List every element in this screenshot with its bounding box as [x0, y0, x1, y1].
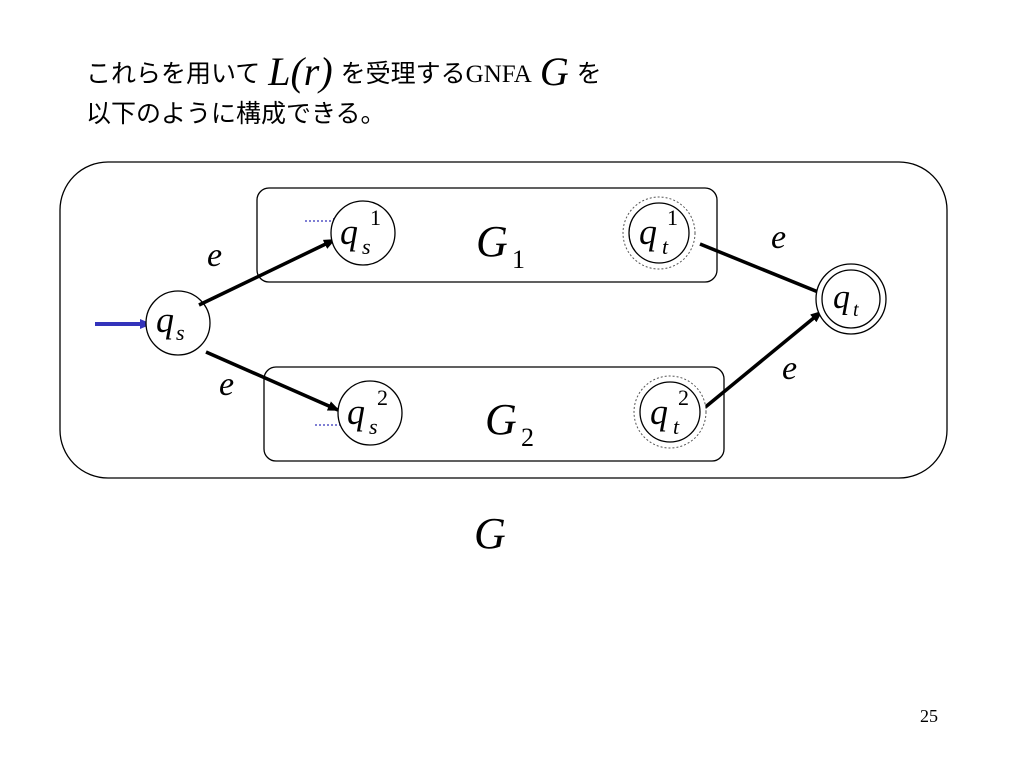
intro-line-2: 以下のように構成できる。	[86, 99, 386, 128]
state-g1-accept-sup: 1	[667, 205, 678, 230]
state-g2-accept-sub: t	[673, 414, 680, 439]
state-g2-start-q: q	[347, 392, 365, 432]
g2-label-g: G	[485, 395, 517, 444]
intro-text-3: を	[576, 59, 602, 88]
intro-line-1: これらを用いて L(r) を受理するGNFA G を	[86, 52, 602, 92]
page-number: 25	[920, 706, 938, 726]
state-g1-start: q s 1	[330, 200, 396, 266]
state-start: q s	[145, 290, 211, 356]
gnfa-term: GNFA	[465, 61, 532, 88]
state-g2-start: q s 2	[337, 380, 403, 446]
g2-label-sub: 2	[521, 423, 534, 452]
g1-box	[256, 187, 718, 283]
language-lr: L(r)	[268, 49, 333, 94]
edge-label-start-to-g1: e	[207, 237, 222, 274]
state-g2-start-sup: 2	[377, 385, 388, 410]
state-start-q: q	[156, 300, 174, 340]
state-accept: q t	[815, 263, 887, 335]
state-g1-start-sub: s	[362, 234, 371, 259]
edge-start-to-g2	[205, 350, 340, 412]
edge-label-g1-to-accept: e	[771, 219, 786, 256]
state-g2-accept-q: q	[650, 392, 668, 432]
g1-label: G 1	[476, 217, 525, 274]
gnfa-g-label: G	[474, 509, 506, 558]
gnfa-symbol-g: G	[539, 49, 569, 94]
g1-label-g: G	[476, 217, 508, 266]
state-g1-start-sup: 1	[370, 205, 381, 230]
state-g2-accept-sup: 2	[678, 385, 689, 410]
g2-box	[263, 366, 725, 462]
intro-text-2: を受理する	[340, 59, 466, 88]
g1-label-sub: 1	[512, 245, 525, 274]
edge-label-start-to-g2: e	[219, 366, 234, 403]
state-g2-accept: q t 2	[633, 375, 707, 449]
g2-label: G 2	[485, 395, 534, 452]
state-g1-accept-sub: t	[662, 234, 669, 259]
edge-g1-to-accept	[699, 242, 830, 298]
state-g1-accept-q: q	[639, 212, 657, 252]
state-g1-accept: q t 1	[622, 196, 696, 270]
edge-label-g2-to-accept: e	[782, 350, 797, 387]
state-accept-sub: t	[853, 299, 859, 321]
state-g1-start-q: q	[340, 212, 358, 252]
gnfa-g-box	[59, 161, 948, 479]
state-g2-start-sub: s	[369, 414, 378, 439]
edge-start-to-g1	[198, 238, 336, 307]
intro-text-1: これらを用いて	[86, 59, 261, 88]
state-start-sub: s	[176, 320, 185, 345]
edge-g2-to-accept	[701, 310, 823, 411]
state-accept-q: q	[833, 279, 850, 316]
